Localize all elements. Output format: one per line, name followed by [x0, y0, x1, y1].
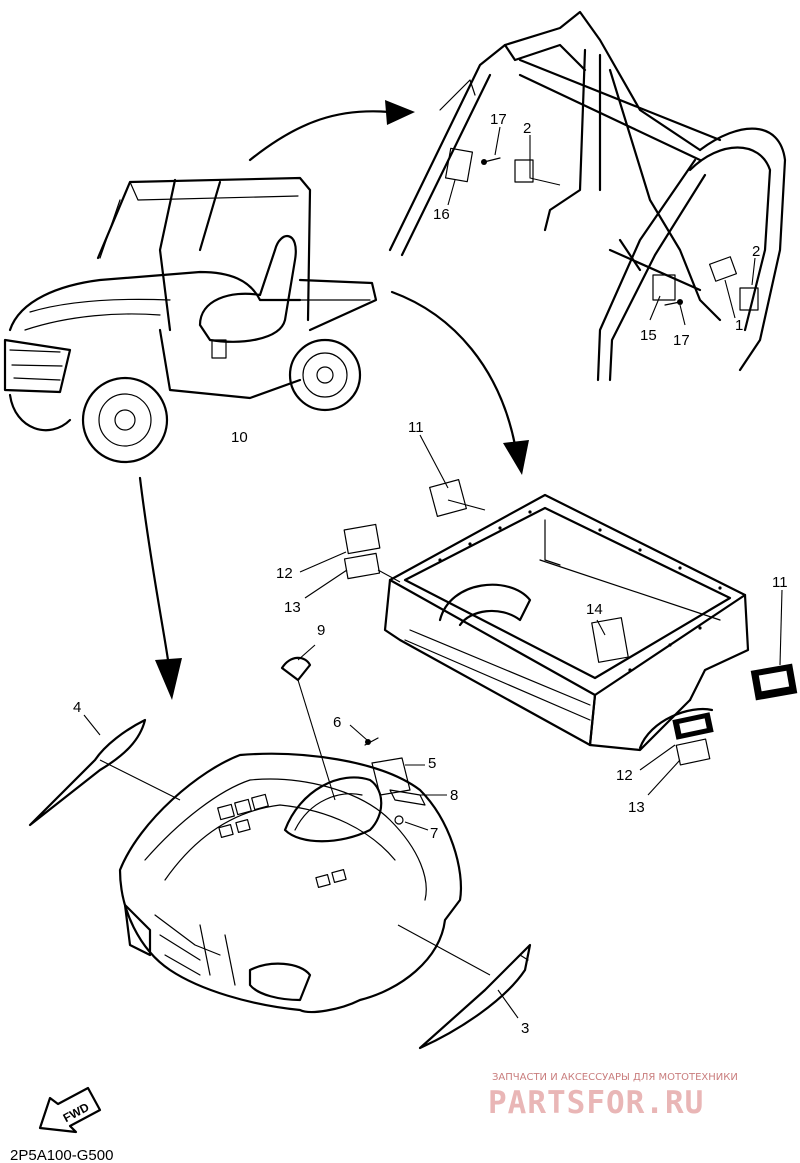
- watermark-logo: PARTSFOR.RU: [488, 1085, 704, 1121]
- arrow-to-roll-cage: [248, 100, 415, 162]
- part-label-8: 8: [450, 787, 458, 804]
- cargo-bed-illustration: [299, 434, 798, 796]
- vehicle-illustration: [3, 176, 378, 464]
- part-label-17: 17: [490, 111, 507, 128]
- part-label-5: 5: [428, 755, 436, 772]
- part-label-12: 12: [276, 565, 293, 582]
- part-number-labels: 1 2 2 3 4 5 6 7 8 9 10 11 11 12 12 13 13…: [73, 111, 788, 1037]
- part-label-2: 2: [752, 243, 760, 260]
- part-label-7: 7: [430, 825, 438, 842]
- part-label-14: 14: [586, 601, 603, 618]
- part-label-11: 11: [772, 574, 788, 591]
- part-label-11: 11: [408, 419, 424, 436]
- part-label-2: 2: [523, 120, 531, 137]
- part-label-17: 17: [673, 332, 690, 349]
- hood-illustration: [28, 644, 532, 1050]
- part-label-1: 1: [735, 317, 743, 334]
- part-label-12: 12: [616, 767, 633, 784]
- roll-cage-illustration: [388, 10, 787, 382]
- arrow-to-cargo-bed: [390, 290, 529, 475]
- fwd-arrow-icon: FWD: [38, 1086, 102, 1134]
- badge-decal-12: [672, 712, 714, 740]
- part-label-6: 6: [333, 714, 341, 731]
- fwd-label: FWD: [61, 1100, 92, 1125]
- part-label-15: 15: [640, 327, 657, 344]
- part-label-9: 9: [317, 622, 325, 639]
- part-label-16: 16: [433, 206, 450, 223]
- part-label-3: 3: [521, 1020, 529, 1037]
- part-label-10: 10: [231, 429, 248, 446]
- arrow-to-hood: [138, 476, 182, 700]
- part-label-13: 13: [284, 599, 301, 616]
- diagram-code: 2P5A100-G500: [10, 1147, 113, 1163]
- part-label-4: 4: [73, 699, 81, 716]
- badge-decal-11: [750, 663, 798, 701]
- part-label-13: 13: [628, 799, 645, 816]
- watermark-tagline: ЗАПЧАСТИ И АКСЕССУАРЫ ДЛЯ МОТОТЕХНИКИ: [492, 1072, 738, 1083]
